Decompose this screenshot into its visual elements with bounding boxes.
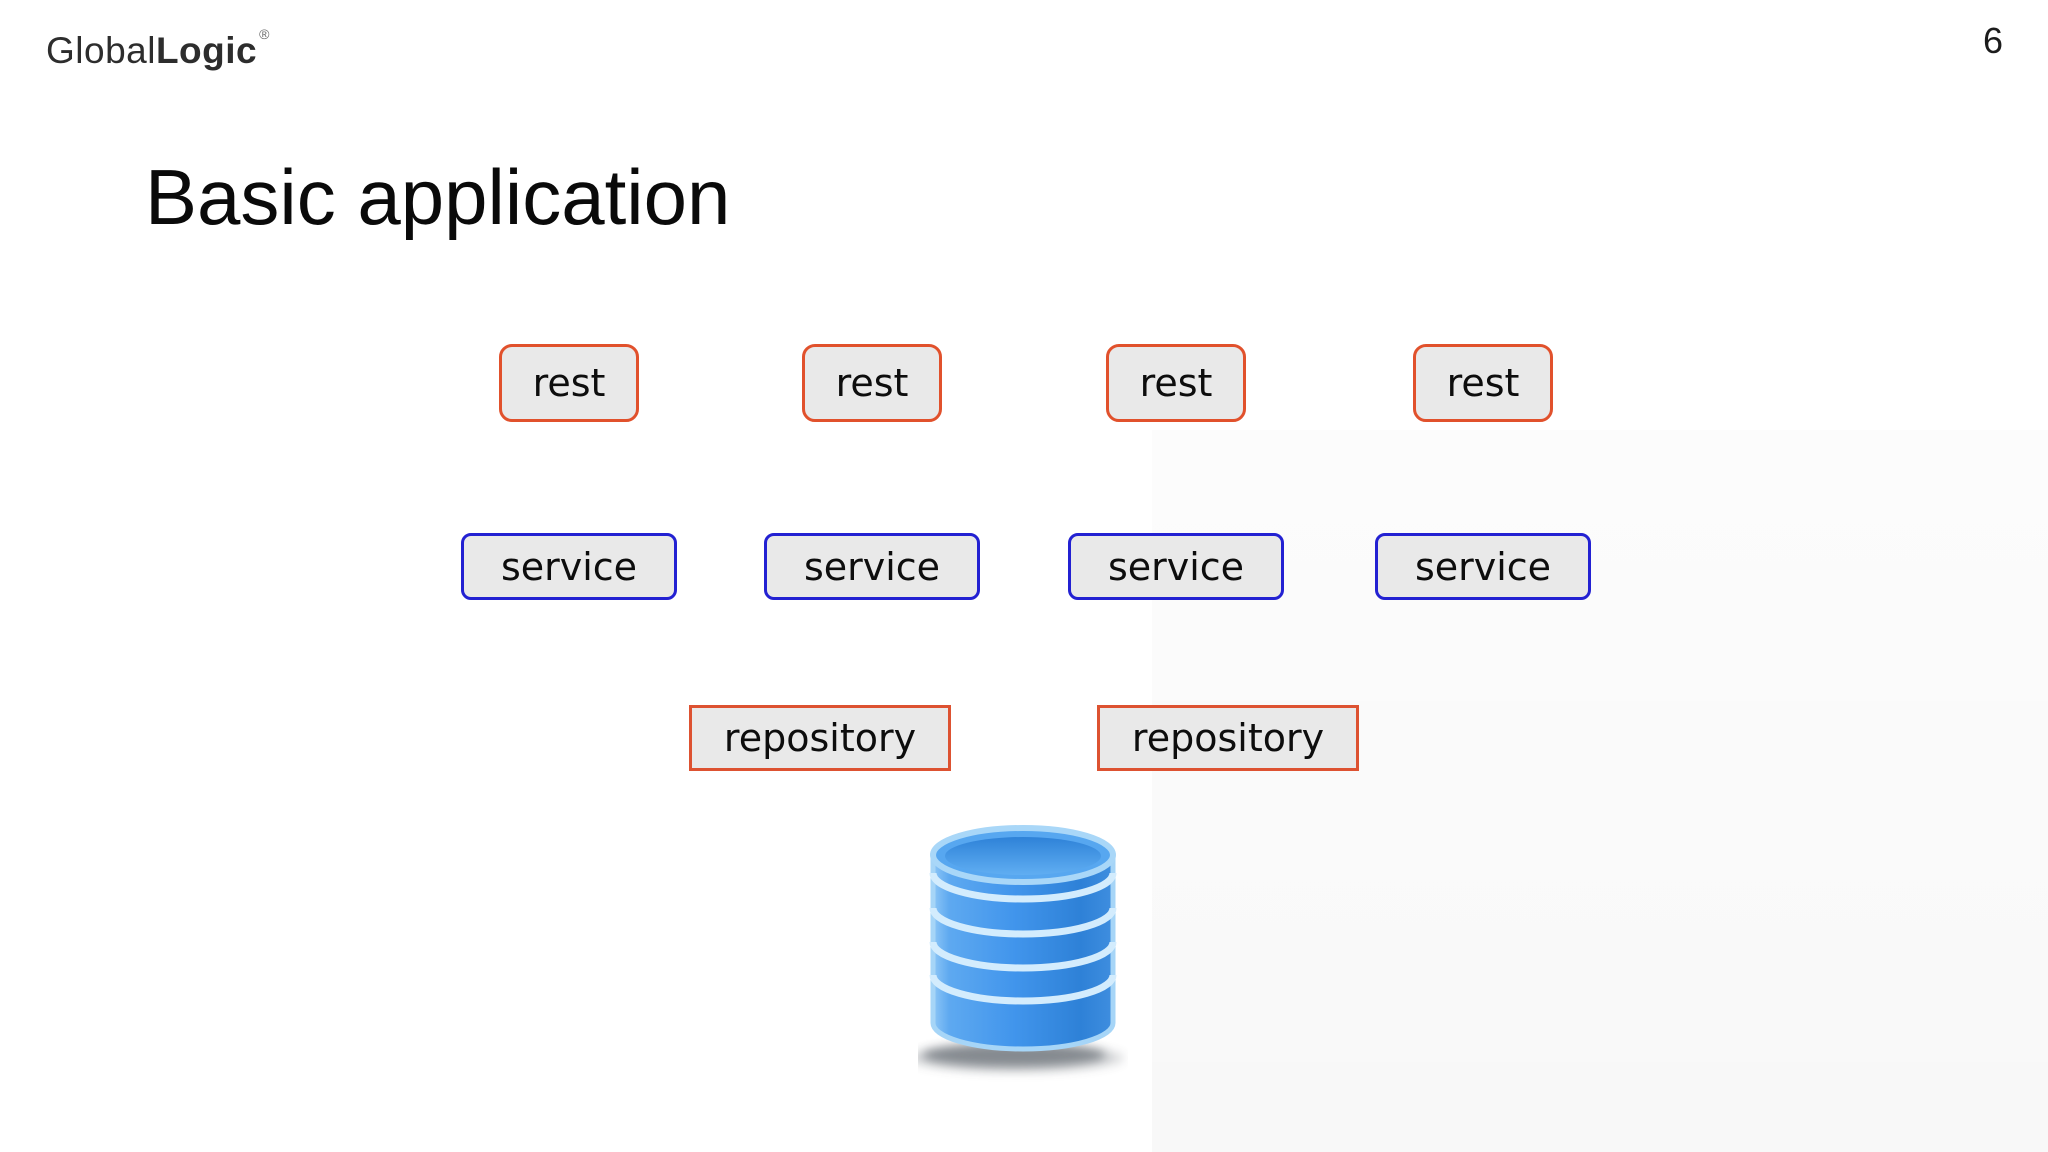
page-number: 6: [1982, 20, 2004, 61]
service-box: service: [461, 533, 677, 600]
rest-box: rest: [1413, 344, 1553, 422]
repository-box: repository: [1097, 705, 1359, 771]
rest-box: rest: [1106, 344, 1246, 422]
service-box: service: [1375, 533, 1591, 600]
rest-box: rest: [499, 344, 639, 422]
rest-box: rest: [802, 344, 942, 422]
service-box: service: [764, 533, 980, 600]
logo-text-global: Global: [46, 30, 156, 71]
logo-text-logic: Logic: [155, 30, 258, 71]
repository-box: repository: [689, 705, 951, 771]
globallogic-logo: GlobalLogic®: [46, 26, 270, 72]
background-tint: [1152, 430, 2048, 1152]
slide-title: Basic application: [145, 153, 731, 241]
service-box: service: [1068, 533, 1284, 600]
database-icon: [918, 825, 1124, 1072]
registered-trademark-icon: ®: [259, 26, 270, 42]
